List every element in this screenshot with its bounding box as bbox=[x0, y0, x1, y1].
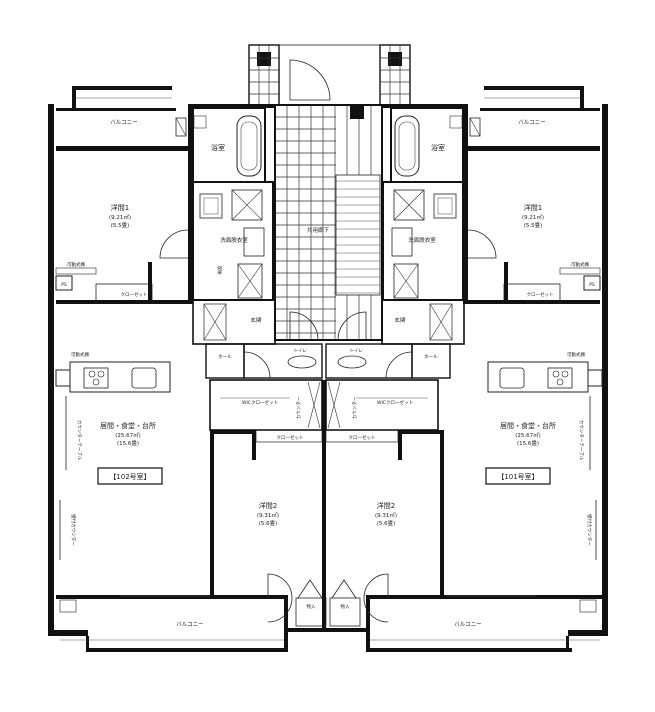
bedroom2-right-tatami: (5.6畳) bbox=[377, 520, 396, 527]
storage-left-label: 収納 bbox=[216, 266, 223, 275]
ldk-right-area: (25.67㎡) bbox=[515, 431, 541, 439]
entry-left: 玄関 ホール トイレ bbox=[192, 299, 323, 379]
storage-bottom: 物入 物入 bbox=[295, 579, 361, 627]
bedroom1-left-tatami: (5.5畳) bbox=[111, 222, 130, 229]
bedroom1-left-name: 洋間1 bbox=[111, 203, 129, 212]
closet-right-label: クローゼット bbox=[349, 434, 376, 441]
counter-table-left-label: カウンターテーブル bbox=[76, 420, 83, 461]
ldk-left-tatami: (15.6畳) bbox=[117, 440, 139, 447]
entrance-right-label: 玄関 bbox=[394, 316, 406, 324]
ldk-left-name: 居間・食堂・台所 bbox=[100, 421, 156, 430]
balcony-top-left-label: バルコニー bbox=[110, 119, 137, 126]
wic-right-label: WICクローゼット bbox=[377, 399, 413, 406]
bedroom1-left-area: (9.21㎡) bbox=[109, 213, 131, 221]
wall-counter-left-label: 壁付カウンター bbox=[70, 514, 77, 546]
bedroom1-right-area: (9.21㎡) bbox=[522, 213, 544, 221]
bedroom1-left-closet: クローゼット bbox=[121, 291, 148, 298]
balcony-bottom-right-label: バルコニー bbox=[454, 621, 481, 628]
entrance-left-label: 玄関 bbox=[250, 316, 262, 324]
balcony-bottom-left-label: バルコニー bbox=[176, 621, 203, 628]
balcony-top-right-label: バルコニー bbox=[518, 119, 545, 126]
bedroom2-right-name: 洋間2 bbox=[377, 501, 395, 510]
wall-counter-right-label: 壁付カウンター bbox=[586, 514, 593, 546]
closet-left-label: クローゼット bbox=[277, 434, 304, 441]
ldk-left: 可動式棚 居間・食堂・台所 (25.67㎡) (15.6畳) 【102号室】 カ… bbox=[55, 351, 293, 623]
stair-top-structure bbox=[248, 44, 411, 106]
bath-left: 浴室 bbox=[192, 107, 266, 183]
bath-right-label: 浴室 bbox=[431, 143, 445, 152]
washroom-right: 洗面脱衣室 bbox=[382, 181, 464, 301]
bedroom1-right: 洋間1 (9.21㎡) (5.5畳) 可動式棚 PS クローゼット bbox=[467, 203, 601, 304]
balconies: バルコニー バルコニー バルコニー バルコニー bbox=[59, 97, 600, 641]
closet-strip: WICクローゼット WICクローゼット カウンター カウンター クローゼット ク… bbox=[209, 379, 444, 598]
ldk-left-area: (25.67㎡) bbox=[115, 431, 141, 439]
toilet-left-label: トイレ bbox=[293, 349, 307, 354]
hall-right-label: ホール bbox=[424, 354, 438, 360]
unit-102-label: 【102号室】 bbox=[109, 472, 150, 481]
outer-walls bbox=[48, 86, 608, 652]
bedroom1-right-tatami: (5.5畳) bbox=[524, 222, 543, 229]
shelf-left-label: 可動式棚 bbox=[67, 261, 85, 268]
bedroom2-right: 洋間2 (9.31㎡) (5.6畳) bbox=[375, 501, 397, 527]
common-corridor: 共用廊下 bbox=[274, 104, 383, 341]
bedroom1-right-closet: クローゼット bbox=[527, 291, 554, 298]
corridor-label: 共用廊下 bbox=[307, 226, 330, 234]
ldk-right: 可動式棚 居間・食堂・台所 (25.67㎡) (15.6畳) 【101号室】 カ… bbox=[363, 351, 603, 623]
storage-left-bottom-label: 物入 bbox=[307, 603, 316, 610]
entry-right: 玄関 ホール トイレ bbox=[325, 299, 465, 379]
bedroom2-left: 洋間2 (9.31㎡) (5.6畳) bbox=[257, 501, 279, 527]
washroom-left: 洗面脱衣室 収納 bbox=[192, 181, 274, 301]
storage-right-bottom-label: 物入 bbox=[341, 603, 350, 610]
hood-left-label: 可動式棚 bbox=[71, 351, 89, 358]
ldk-right-tatami: (15.6畳) bbox=[517, 440, 539, 447]
ldk-right-name: 居間・食堂・台所 bbox=[500, 421, 556, 430]
hood-right-label: 可動式棚 bbox=[567, 351, 585, 358]
counter-right-label: カウンター bbox=[351, 396, 358, 419]
washroom-right-label: 洗面脱衣室 bbox=[408, 236, 436, 244]
bedroom2-left-tatami: (5.6畳) bbox=[259, 520, 278, 527]
bedroom1-left: 洋間1 (9.21㎡) (5.5畳) 可動式棚 PS クローゼット bbox=[55, 203, 189, 304]
bath-right: 浴室 bbox=[390, 107, 464, 183]
bath-left-label: 浴室 bbox=[211, 143, 225, 152]
washroom-left-label: 洗面脱衣室 bbox=[220, 236, 248, 244]
shelf-right-label: 可動式棚 bbox=[571, 261, 589, 268]
unit-101-label: 【101号室】 bbox=[497, 472, 538, 481]
bedroom2-left-name: 洋間2 bbox=[259, 501, 277, 510]
ps-left-label: PS bbox=[61, 282, 67, 288]
bedroom1-right-name: 洋間1 bbox=[524, 203, 542, 212]
counter-table-right-label: カウンターテーブル bbox=[578, 420, 585, 461]
bedroom2-left-area: (9.31㎡) bbox=[257, 511, 279, 519]
ps-right-label: PS bbox=[589, 282, 595, 288]
counter-left-label: カウンター bbox=[295, 396, 302, 419]
bedroom2-right-area: (9.31㎡) bbox=[375, 511, 397, 519]
toilet-right-label: トイレ bbox=[349, 349, 363, 354]
hall-left-label: ホール bbox=[218, 354, 232, 360]
wic-left-label: WICクローゼット bbox=[242, 399, 278, 406]
